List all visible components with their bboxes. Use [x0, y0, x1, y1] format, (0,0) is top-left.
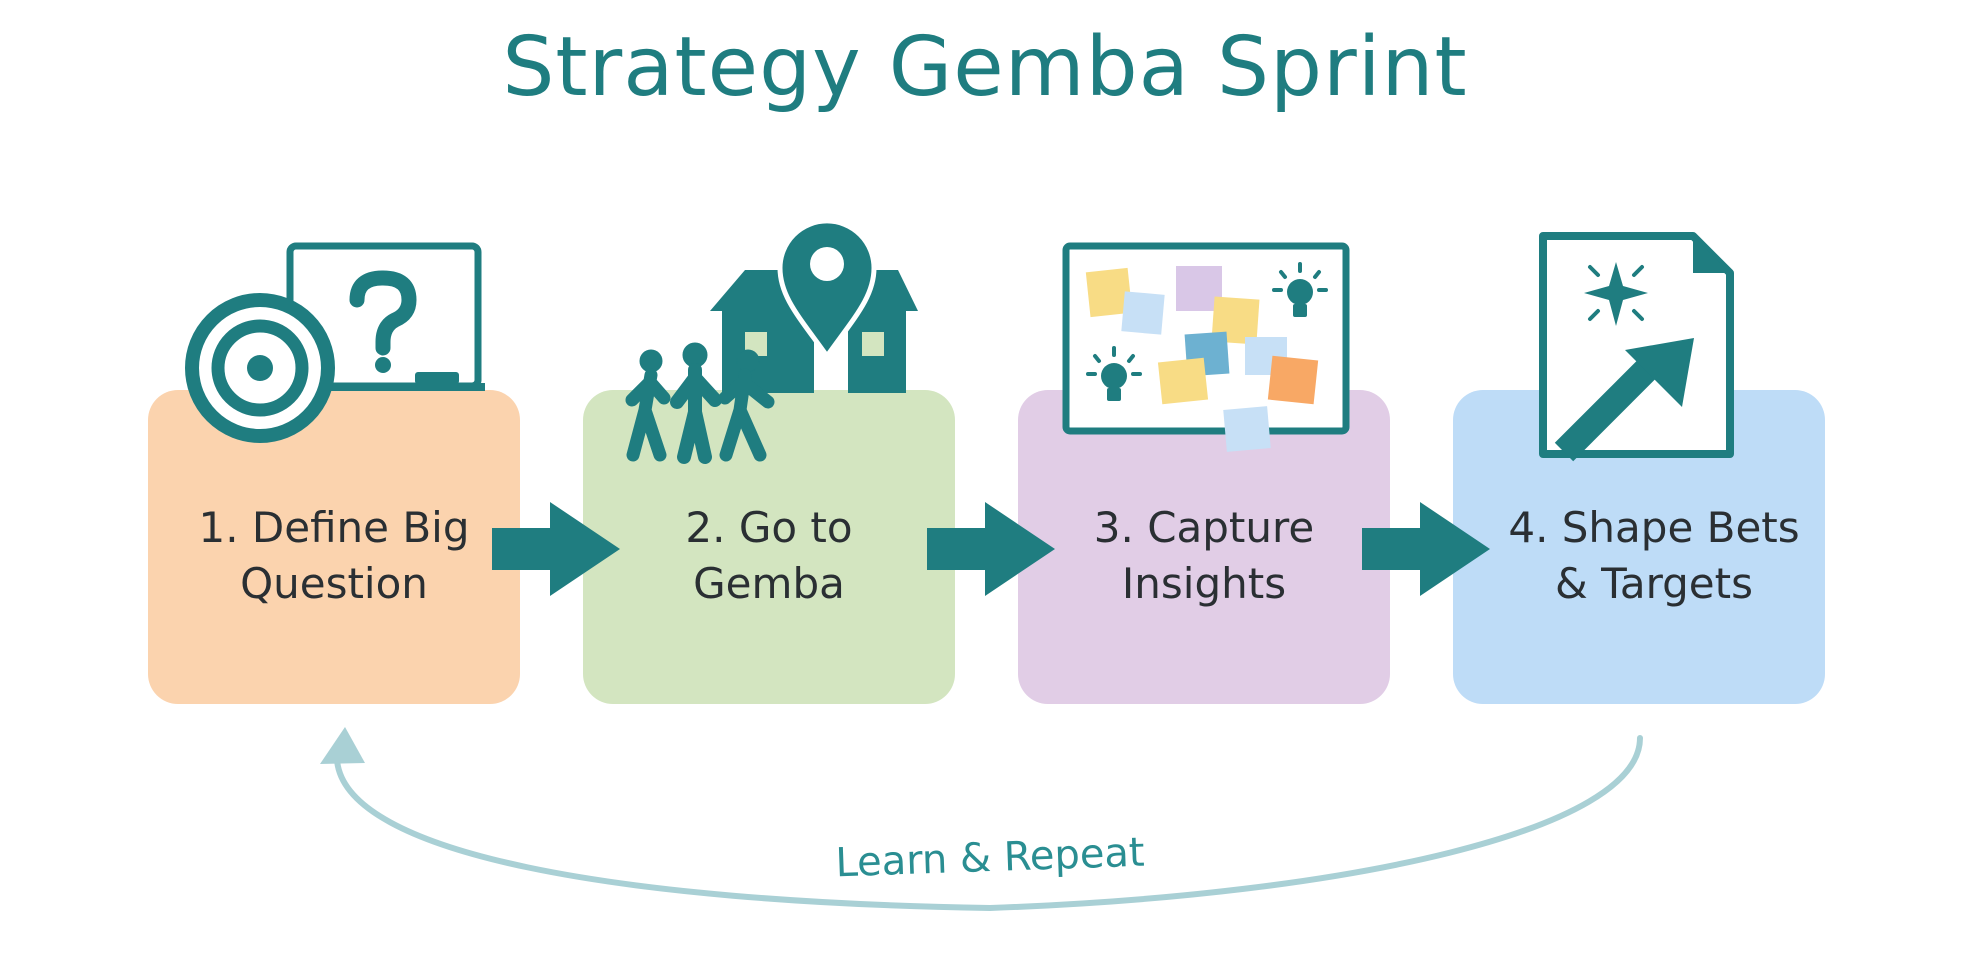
step-3-label: 3. Capture Insights [1018, 500, 1390, 612]
step-2-box [583, 390, 955, 704]
sticky-notes-board-icon [1062, 242, 1350, 452]
flow-arrow-2-3 [927, 502, 1055, 596]
step-2-label-line-1: 2. Go to [685, 503, 853, 552]
step-3-label-line-2: Insights [1121, 559, 1287, 608]
step-1-label-line-2: Question [240, 559, 428, 608]
step-1-box [148, 390, 520, 704]
flow-arrow-3-4 [1362, 502, 1490, 596]
document-star-arrow-icon [1539, 232, 1734, 462]
step-3-box [1018, 390, 1390, 704]
step-4-label-line-1: 4. Shape Bets [1508, 503, 1800, 552]
flow-arrow-1-2 [492, 502, 620, 596]
loop-arrow [320, 727, 1643, 912]
step-4-label: 4. Shape Bets & Targets [1468, 500, 1840, 612]
step-2-label-line-2: Gemba [693, 559, 845, 608]
step-4-label-line-2: & Targets [1555, 559, 1753, 608]
diagram-title: Strategy Gemba Sprint [502, 20, 1468, 115]
step-3-label-line-1: 3. Capture [1093, 503, 1315, 552]
target-whiteboard-question-icon [185, 242, 485, 443]
people-house-location-icon [625, 218, 918, 464]
step-2-label: 2. Go to Gemba [583, 500, 955, 612]
step-1-label-line-1: 1. Define Big [198, 503, 470, 552]
step-1-label: 1. Define Big Question [148, 500, 520, 612]
